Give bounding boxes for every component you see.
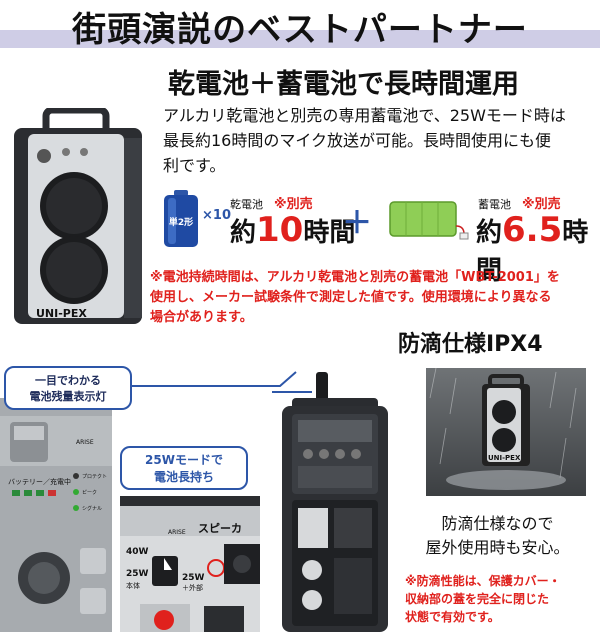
panel-label-protect: プロテクト bbox=[82, 474, 107, 480]
plus-sign: ＋ bbox=[342, 206, 372, 241]
warning-line: 使用し、メーカー試験条件で測定した値です。使用環境により異なる bbox=[150, 290, 552, 305]
dry-battery-prefix: 約 bbox=[230, 218, 257, 248]
callout-battery-indicator: 一目でわかる 電池残量表示灯 bbox=[4, 366, 132, 410]
panel-label-25w-external: 25W bbox=[182, 573, 205, 583]
callout-connector-line bbox=[130, 371, 297, 387]
waterproof-photo: UNI-PEX bbox=[426, 368, 586, 496]
panel-label-battery: バッテリー／充電中 bbox=[8, 477, 71, 486]
waterproof-note-line: ※防滴性能は、保護カバー・ bbox=[405, 574, 561, 588]
rechargeable-battery-prefix: 約 bbox=[476, 218, 503, 248]
waterproof-photo-brand: UNI-PEX bbox=[488, 454, 521, 462]
description-line: アルカリ乾電池と別売の専用蓄電池で、25Wモード時は bbox=[163, 106, 566, 125]
waterproof-text-line: 屋外使用時も安心。 bbox=[425, 538, 570, 557]
speaker-image: UNI-PEX bbox=[6, 106, 151, 328]
panel-label-arise-2: ARISE bbox=[168, 529, 186, 536]
power-mode-photo: スピーカ ARISE 40W 25W 本体 25W ＋外部 bbox=[120, 496, 260, 632]
panel-label-external: ＋外部 bbox=[182, 583, 203, 592]
section-subtitle: 乾電池＋蓄電池で長時間運用 bbox=[168, 69, 519, 100]
rear-panel-photo bbox=[272, 370, 397, 632]
panel-label-arise: ARISE bbox=[76, 439, 94, 446]
panel-label-body: 本体 bbox=[126, 581, 140, 590]
callout-line: 電池残量表示灯 bbox=[29, 390, 107, 403]
description-line: 最長約16時間のマイク放送が可能。長時間使用にも便 bbox=[163, 131, 552, 150]
dry-battery-icon: 単2形 bbox=[160, 188, 202, 254]
dry-battery-hours-value: 10 bbox=[256, 210, 304, 250]
rechargeable-battery-hours: 約6.5時間 bbox=[476, 210, 600, 287]
page-title: 街頭演説のベストパートナー bbox=[72, 10, 528, 50]
rechargeable-battery-type: 蓄電池 bbox=[478, 198, 511, 211]
waterproof-text-line: 防滴仕様なので bbox=[441, 514, 554, 533]
waterproof-note-line: 状態で有効です。 bbox=[405, 610, 500, 624]
battery-indicator-photo: バッテリー／充電中 プロテクト ピーク シグナル ARISE bbox=[0, 398, 112, 632]
warning-line: 場合があります。 bbox=[150, 310, 253, 325]
section-description: アルカリ乾電池と別売の専用蓄電池で、25Wモード時は 最長約16時間のマイク放送… bbox=[163, 103, 593, 178]
speaker-drawing: UNI-PEX bbox=[14, 106, 142, 324]
rechargeable-battery-note: ※別売 bbox=[522, 197, 561, 212]
panel-label-speaker: スピーカ bbox=[198, 522, 242, 535]
warning-line: ※電池持続時間は、アルカリ乾電池と別売の蓄電池「WBT-2001」を bbox=[150, 270, 560, 285]
speaker-brand-label: UNI-PEX bbox=[36, 307, 87, 320]
waterproof-description: 防滴仕様なので 屋外使用時も安心。 bbox=[405, 512, 590, 560]
dry-battery-note: ※別売 bbox=[274, 197, 313, 212]
callout-25w-mode: 25Wモードで 電池長持ち bbox=[120, 446, 248, 490]
waterproof-note-line: 収納部の蓋を完全に閉じた bbox=[405, 592, 550, 606]
waterproof-title: 防滴仕様IPX4 bbox=[398, 332, 543, 357]
waterproof-note: ※防滴性能は、保護カバー・ 収納部の蓋を完全に閉じた 状態で有効です。 bbox=[405, 572, 600, 626]
rechargeable-battery-hours-value: 6.5 bbox=[502, 210, 563, 250]
callout-line: 25Wモードで bbox=[145, 453, 223, 467]
rechargeable-battery-unit: 時間 bbox=[476, 218, 589, 286]
battery-warning-note: ※電池持続時間は、アルカリ乾電池と別売の蓄電池「WBT-2001」を 使用し、メ… bbox=[150, 268, 598, 328]
rechargeable-battery-icon bbox=[388, 196, 470, 248]
dry-battery-count: ×10 bbox=[202, 208, 231, 223]
panel-label-25w: 25W bbox=[126, 569, 149, 579]
description-line: 利です。 bbox=[163, 156, 226, 175]
panel-label-40w: 40W bbox=[126, 547, 149, 557]
dry-battery-cell-label: 単2形 bbox=[169, 216, 193, 228]
dry-battery-type: 乾電池 bbox=[230, 198, 263, 211]
panel-label-peak: ピーク bbox=[82, 490, 97, 496]
header-highlight-band bbox=[0, 30, 600, 48]
dry-battery-hours: 約10時間 bbox=[230, 210, 355, 250]
panel-label-signal: シグナル bbox=[82, 505, 102, 512]
callout-line: 一目でわかる bbox=[35, 374, 101, 387]
callout-line: 電池長持ち bbox=[153, 470, 214, 484]
dry-battery-unit: 時間 bbox=[303, 218, 356, 248]
